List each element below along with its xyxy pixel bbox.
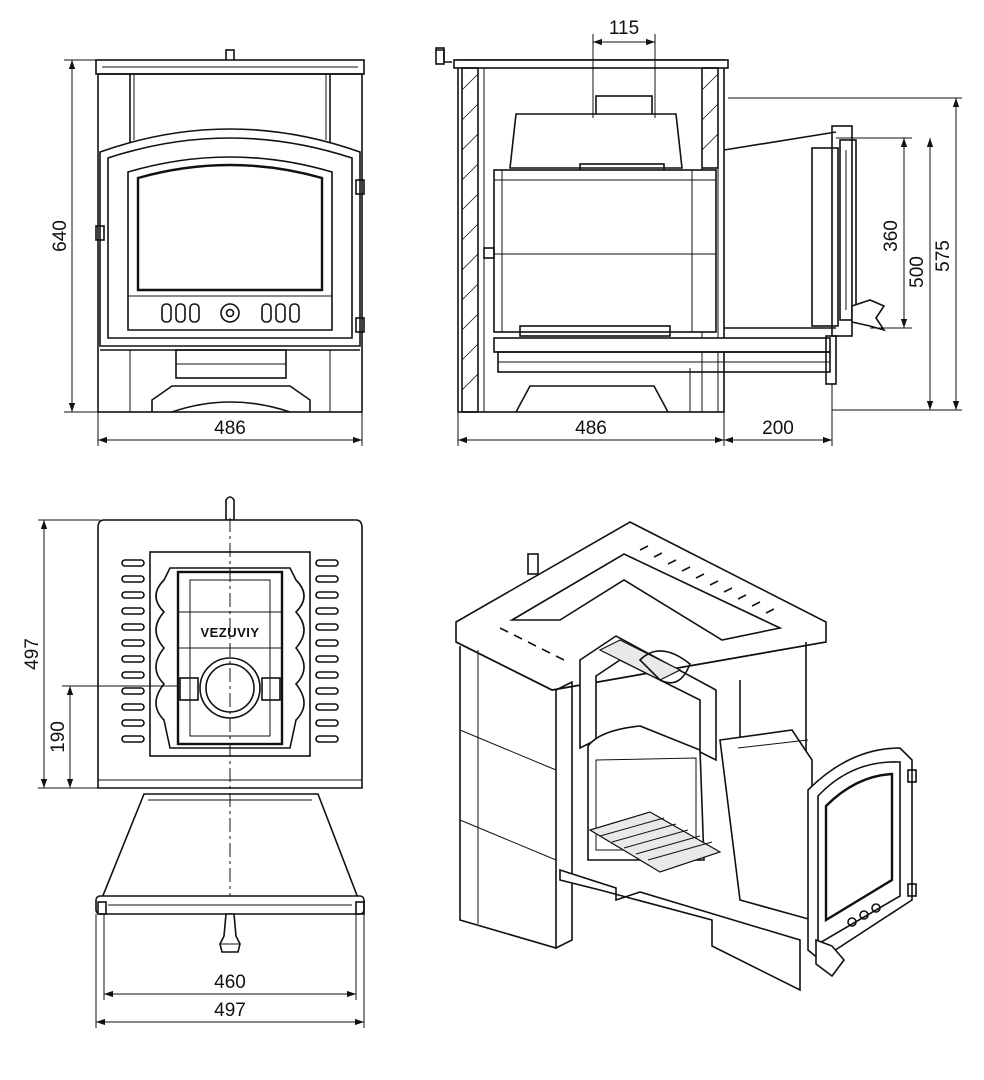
dim-side-firebox-height: 360 bbox=[881, 220, 902, 252]
isometric-cutaway-view bbox=[455, 521, 917, 992]
left-vent-slots bbox=[121, 559, 145, 743]
dim-front-height: 640 bbox=[50, 220, 71, 252]
dim-side-door-projection: 200 bbox=[762, 418, 794, 439]
dim-side-total-height: 575 bbox=[933, 240, 954, 272]
dim-top-offset: 190 bbox=[48, 721, 69, 753]
dim-top-door-width: 460 bbox=[214, 972, 246, 993]
dim-side-top-opening: 115 bbox=[609, 18, 639, 39]
right-vent-slots bbox=[315, 559, 339, 743]
brand-logo: VEZUVIY bbox=[200, 625, 259, 640]
side-section-view: 115 486 200 360 500 575 bbox=[435, 18, 962, 446]
front-view: 640 486 bbox=[50, 49, 365, 446]
iso-door bbox=[807, 747, 917, 978]
dim-top-depth: 497 bbox=[22, 638, 43, 670]
dim-side-door-height: 500 bbox=[907, 256, 928, 288]
dim-front-width: 486 bbox=[214, 418, 246, 439]
dim-top-width: 497 bbox=[214, 1000, 246, 1021]
dim-side-depth: 486 bbox=[575, 418, 607, 439]
top-view: VEZUVIY 497 190 460 497 bbox=[22, 496, 365, 1028]
front-door bbox=[95, 128, 365, 347]
